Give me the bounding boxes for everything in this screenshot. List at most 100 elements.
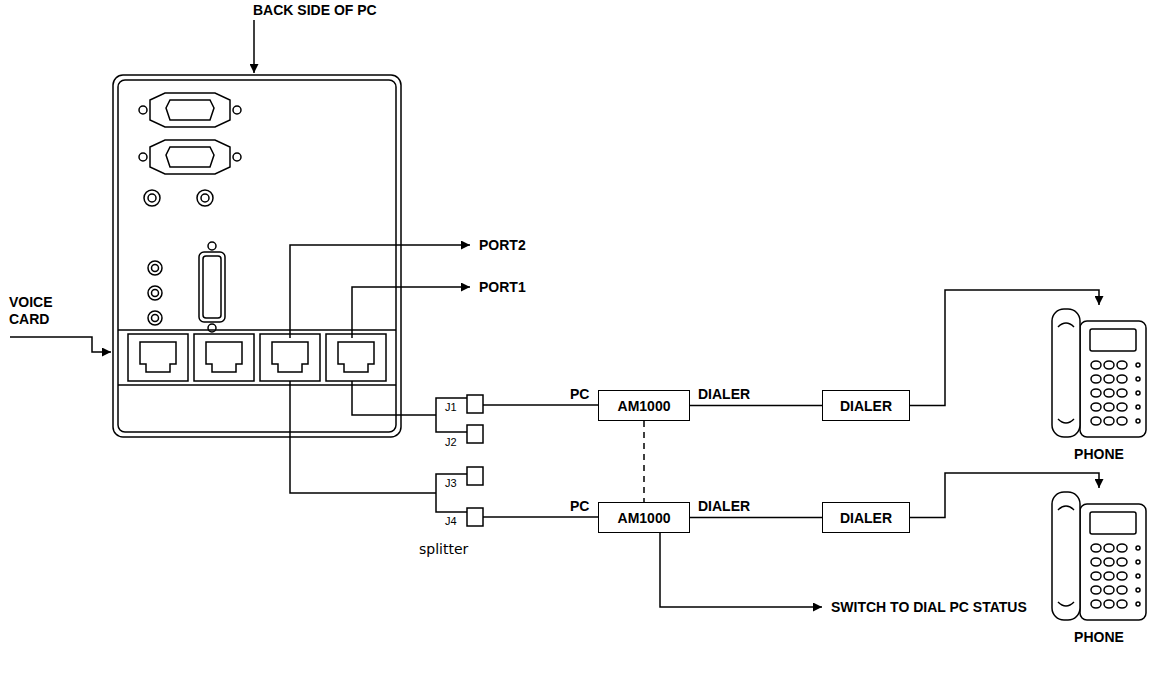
phone-key (1136, 405, 1140, 409)
phone-key (1136, 377, 1140, 381)
audio-jack (144, 190, 160, 206)
phone-key (1117, 389, 1127, 397)
rj11-socket (338, 342, 374, 372)
handset-detail (1058, 506, 1074, 606)
callout-label: J2 (444, 436, 458, 448)
node-text: DIALER (840, 510, 892, 526)
node-text: AM1000 (618, 510, 671, 526)
handset-detail (1058, 323, 1074, 423)
phone-key (1117, 586, 1127, 594)
switch-arrow (660, 533, 822, 607)
connector-screw (208, 324, 216, 332)
socket-screw (139, 153, 147, 161)
splitter-jack (467, 395, 483, 413)
phone-illustration (1048, 305, 1150, 441)
pc-housing-inner (118, 80, 396, 432)
callout-label: PC (569, 386, 590, 402)
callout-label: splitter (418, 541, 469, 557)
phone-key (1091, 389, 1101, 397)
rj11-socket (206, 342, 242, 372)
phone-handset (1052, 492, 1080, 620)
socket-screw (233, 106, 241, 114)
port-wire (352, 381, 436, 415)
callout-label: DIALER (697, 498, 751, 514)
device-box: AM1000 (598, 390, 690, 421)
phone-node: PHONE (1048, 488, 1150, 645)
phone-key (1104, 600, 1114, 608)
audio-jack-core (201, 194, 209, 202)
voice-card-edge (118, 384, 396, 386)
callout-label: J1 (444, 401, 458, 413)
connector-screw (208, 242, 216, 250)
phone-key (1117, 375, 1127, 383)
phone-key (1104, 417, 1114, 425)
phone-key (1136, 588, 1140, 592)
phone-key (1091, 586, 1101, 594)
phone-key (1104, 572, 1114, 580)
phone-key (1091, 572, 1101, 580)
phone-key (1091, 600, 1101, 608)
phone-screen (1090, 512, 1136, 534)
phone-key (1136, 560, 1140, 564)
rj11-socket (140, 342, 176, 372)
port-wire (290, 381, 436, 493)
power-socket-inner (166, 100, 214, 120)
node-text: DIALER (840, 398, 892, 414)
callout-label: DIALER (697, 386, 751, 402)
socket-screw (139, 106, 147, 114)
socket-screw (233, 153, 241, 161)
callout-label: J4 (444, 515, 458, 527)
phone-key (1091, 417, 1101, 425)
callout-label: SWITCH TO DIAL PC STATUS (830, 599, 1028, 615)
phone-key (1104, 558, 1114, 566)
phone-key (1117, 417, 1127, 425)
phone-key (1104, 544, 1114, 552)
rj11-jack (260, 334, 320, 381)
audio-jack (148, 261, 162, 275)
phone-body (1080, 321, 1146, 437)
phone-node: PHONE (1048, 305, 1150, 462)
phone-key (1104, 389, 1114, 397)
phone-key (1104, 375, 1114, 383)
device-box: DIALER (822, 390, 910, 421)
db15-connector-inner (203, 256, 221, 318)
audio-jack (148, 286, 162, 300)
phone-illustration (1048, 488, 1150, 624)
splitter-fork (436, 398, 467, 432)
audio-jack-core (148, 194, 156, 202)
phone-key (1104, 403, 1114, 411)
callout-label: J3 (444, 477, 458, 489)
device-box: DIALER (822, 502, 910, 533)
phone-key (1104, 361, 1114, 369)
phone-key (1091, 558, 1101, 566)
leader-arrow (352, 287, 470, 338)
callout-label: BACK SIDE OF PC (252, 2, 378, 18)
audio-jack-core (152, 290, 159, 297)
splitter-jack (467, 508, 483, 526)
callout-label: VOICE CARD (8, 294, 72, 328)
phone-screen (1090, 329, 1136, 351)
pc-housing (113, 75, 401, 437)
phone-key (1136, 574, 1140, 578)
splitter-jack (467, 425, 483, 443)
phone-key (1117, 544, 1127, 552)
phone-key (1117, 572, 1127, 580)
callout-label: PORT2 (478, 237, 527, 253)
leader-arrow (253, 20, 255, 73)
power-socket (150, 93, 230, 127)
phone-key (1136, 363, 1140, 367)
rj11-jack (326, 334, 386, 381)
phone-key (1136, 419, 1140, 423)
rj11-socket (272, 342, 308, 372)
leader-arrow (10, 337, 111, 352)
audio-jack-core (152, 315, 159, 322)
phone-body (1080, 504, 1146, 620)
phone-key (1117, 558, 1127, 566)
callout-label: PC (569, 498, 590, 514)
connector (690, 517, 822, 519)
leader-arrow (290, 245, 470, 338)
audio-jack (197, 190, 213, 206)
